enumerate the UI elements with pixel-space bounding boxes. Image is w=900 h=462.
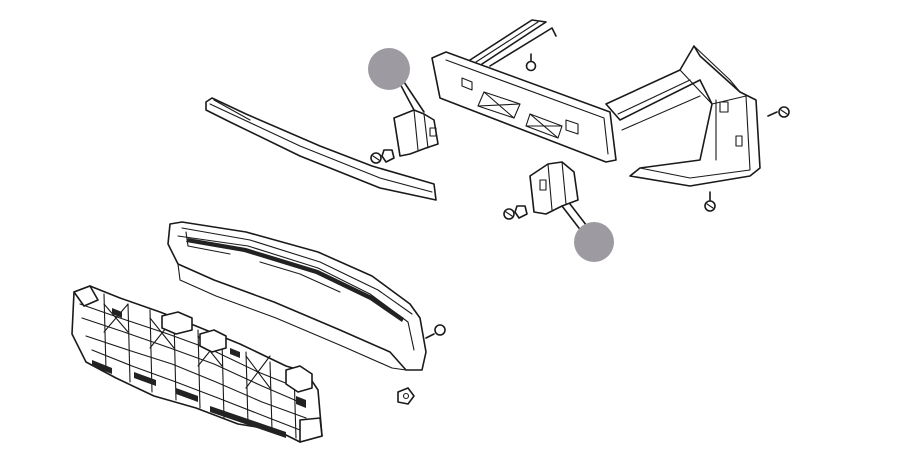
leader-line [403, 81, 425, 113]
bolt [767, 106, 790, 118]
highlight-marker-lower [574, 222, 614, 262]
clip [370, 152, 382, 164]
bolt [704, 191, 716, 212]
front-bracket-plate [431, 19, 617, 163]
clip-bracket-upper [393, 109, 439, 157]
energy-absorber-strip [205, 97, 437, 201]
nut [397, 387, 415, 405]
leader-line [561, 205, 583, 233]
bumper-cover [167, 221, 427, 371]
highlight-marker-upper [368, 48, 410, 90]
nut [381, 149, 395, 163]
lower-grille-retainer [71, 285, 323, 443]
clip [503, 208, 515, 220]
clip-bracket-lower [529, 161, 579, 215]
side-support-bracket [605, 45, 761, 187]
bolt [525, 53, 537, 72]
bolt [425, 324, 446, 339]
nut [514, 205, 528, 219]
